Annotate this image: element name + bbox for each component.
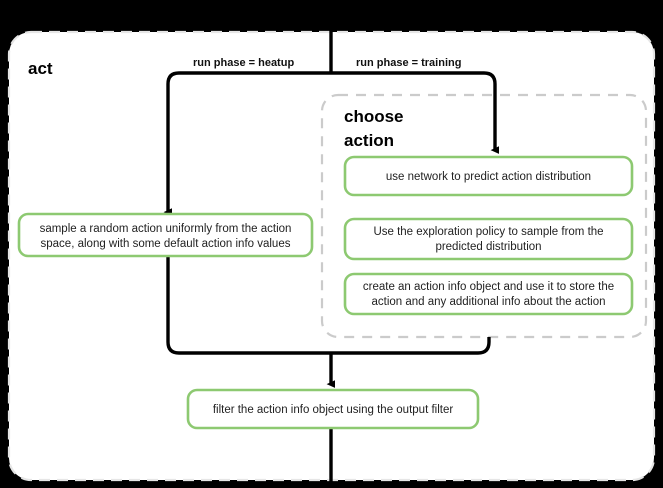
node-sample-random-action[interactable]: sample a random action uniformly from th… [17, 212, 314, 258]
node-use-network-predict-box[interactable] [343, 155, 634, 197]
edge-label-training-group: run phase = training [352, 54, 489, 70]
choose-action-title-line2: action [344, 131, 394, 150]
node-use-network-predict[interactable]: use network to predict action distributi… [343, 155, 634, 197]
node-create-action-info-object-line2: action and any additional info about the… [371, 296, 605, 308]
node-sample-random-action-line1: sample a random action uniformly from th… [40, 223, 292, 235]
choose-action-group [320, 93, 648, 339]
node-filter-action-info-box[interactable] [186, 388, 480, 430]
node-sample-random-action-box[interactable] [17, 212, 314, 258]
act-panel-title: act [28, 59, 53, 78]
edge-choose-action-to-merge [331, 337, 491, 355]
edge-label-training: run phase = training [356, 57, 461, 69]
node-create-action-info-object-box[interactable] [343, 272, 634, 316]
node-exploration-policy-sample[interactable]: Use the exploration policy to sample fro… [343, 217, 634, 261]
node-exploration-policy-sample-line1: Use the exploration policy to sample fro… [373, 226, 603, 238]
node-use-network-predict-line1: use network to predict action distributi… [386, 171, 591, 183]
edge-training [331, 71, 500, 154]
node-filter-action-info[interactable]: filter the action info object using the … [186, 388, 480, 430]
node-sample-random-action-line2: space, along with some default action in… [41, 238, 291, 250]
edge-sample-to-merge [166, 256, 331, 355]
choose-action-title-line1: choose [344, 107, 404, 126]
node-create-action-info-object[interactable]: create an action info object and use it … [343, 272, 634, 316]
edge-label-heatup: run phase = heatup [193, 57, 294, 69]
edge-label-heatup-group: run phase = heatup [189, 54, 316, 70]
node-filter-action-info-line1: filter the action info object using the … [213, 404, 454, 416]
node-exploration-policy-sample-box[interactable] [343, 217, 634, 261]
edge-heatup [163, 71, 331, 216]
node-create-action-info-object-line1: create an action info object and use it … [363, 281, 614, 293]
node-exploration-policy-sample-line2: predicted distribution [435, 241, 541, 253]
